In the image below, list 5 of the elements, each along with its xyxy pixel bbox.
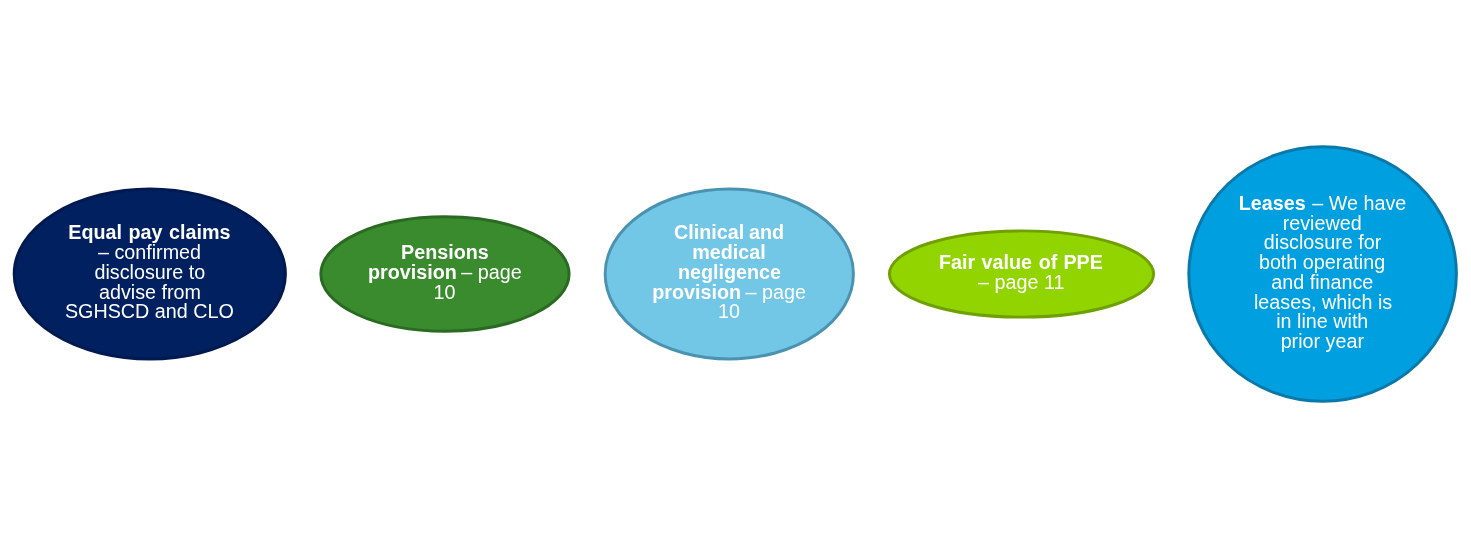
node-ellipse: Fair value of PPE – page 11 xyxy=(887,228,1156,319)
node-ellipse: Equal pay claims – confirmed disclosure to advise from SGHSCD and CLO xyxy=(12,187,287,360)
node-ellipse: Pensions provision – page 10 xyxy=(319,214,571,333)
node-circle: Leases – We have reviewed disclosure for both operating and finance leases, which is in line with prior year xyxy=(1187,144,1458,403)
node-ellipse: Clinical and medical negligence provision – page 10 xyxy=(603,187,855,360)
